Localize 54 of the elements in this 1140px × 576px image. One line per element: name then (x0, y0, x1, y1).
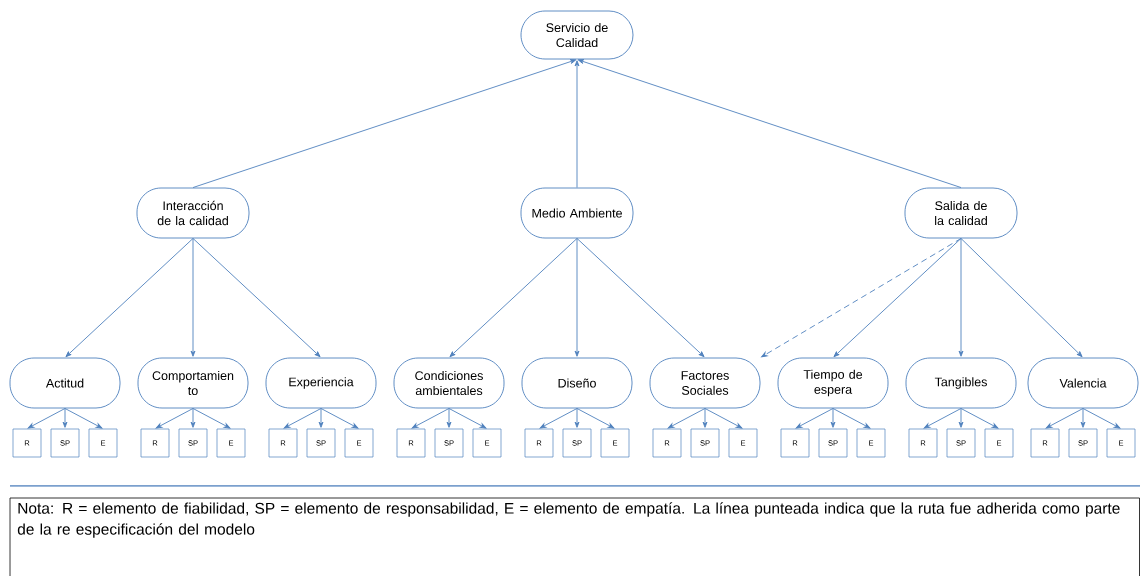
arrow (960, 408, 999, 429)
rounded-node: Tiempo de espera (777, 357, 889, 409)
arrow (923, 408, 962, 429)
rounded-node: Tangibles (905, 357, 1017, 409)
rounded-node: Valencia (1027, 357, 1139, 409)
arrow (958, 238, 964, 357)
arrow (576, 408, 615, 429)
arrow (64, 408, 103, 429)
rounded-node: Actitud (9, 357, 121, 409)
arrow (1045, 408, 1084, 429)
arrow (283, 408, 322, 429)
arrow (449, 238, 578, 358)
rounded-node: Servicio de Calidad (520, 10, 634, 60)
arrow (574, 238, 580, 357)
note-text: Nota: R = elemento de fiabilidad, SP = elemento de responsabilidad, E = elemento de empatía. La línea punteada indica que la ruta fue adherida como parte de la re especificación del modelo (17, 502, 1120, 538)
arrow (190, 238, 196, 357)
arrow (62, 408, 68, 428)
arrow (1082, 408, 1121, 429)
arrow (574, 60, 580, 188)
arrow (65, 238, 194, 358)
arrow (192, 238, 321, 358)
arrow (576, 238, 705, 358)
arrow (958, 408, 964, 428)
rounded-node: Interacción de la calidad (136, 187, 250, 239)
arrow (448, 408, 487, 429)
arrow (318, 408, 324, 428)
rounded-node: Comportamien to (137, 357, 249, 409)
rounded-node: Factores Sociales (649, 357, 761, 409)
arrow (830, 408, 836, 428)
arrow (702, 408, 708, 428)
rounded-node: Diseño (521, 357, 633, 409)
rounded-node: Medio Ambiente (520, 187, 634, 239)
arrow (667, 408, 706, 429)
arrow (411, 408, 450, 429)
arrow (539, 408, 578, 429)
arrow (192, 59, 577, 188)
arrow (577, 59, 962, 188)
arrow (446, 408, 452, 428)
arrow (761, 238, 962, 358)
arrow (833, 238, 962, 358)
arrow (832, 408, 871, 429)
arrow (704, 408, 743, 429)
rounded-node: Experiencia (265, 357, 377, 409)
arrow (1080, 408, 1086, 428)
arrow (27, 408, 66, 429)
arrow (190, 408, 196, 428)
arrow (320, 408, 359, 429)
rounded-node: Salida de la calidad (904, 187, 1018, 239)
arrow (574, 408, 580, 428)
arrow (155, 408, 194, 429)
arrow (192, 408, 231, 429)
arrow (960, 238, 1083, 358)
arrow (795, 408, 834, 429)
rounded-node: Condiciones ambientales (393, 357, 505, 409)
